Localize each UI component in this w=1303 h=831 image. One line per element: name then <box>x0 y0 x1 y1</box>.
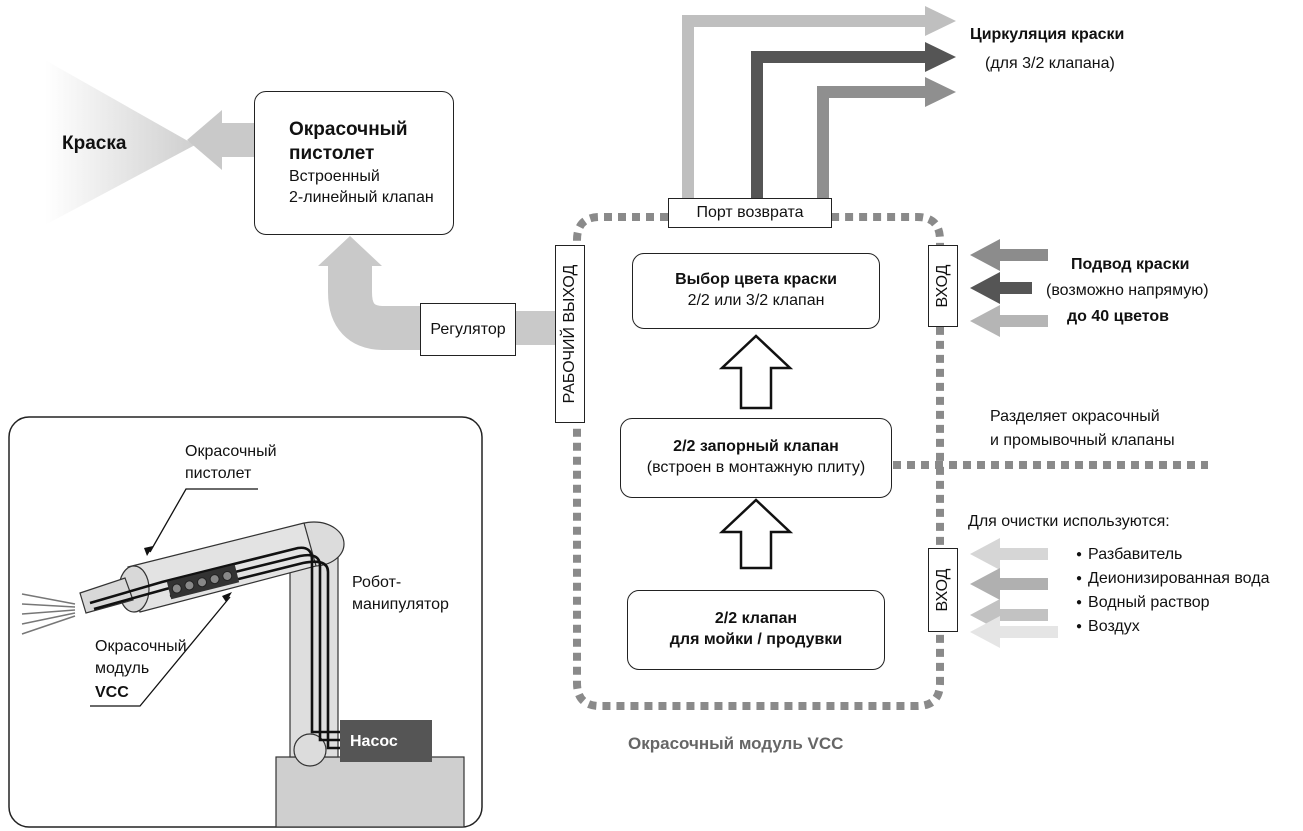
shutoff-valve-box: 2/2 запорный клапан (встроен в монтажную… <box>620 418 892 498</box>
supply-arrow-2 <box>970 272 1032 304</box>
cleaning-list: Разбавитель Деионизированная вода Водный… <box>1076 544 1269 640</box>
arrow-wash-to-shutoff <box>718 498 794 570</box>
circulation-subtitle: (для 3/2 клапана) <box>985 55 1115 72</box>
module-caption: Окрасочный модуль VCC <box>628 734 844 753</box>
cleaning-arrow-1 <box>970 538 1048 570</box>
cleaning-item: Водный раствор <box>1076 592 1269 616</box>
wash-line2: для мойки / продувки <box>669 631 843 648</box>
robot-illustration <box>21 488 465 828</box>
wash-line1: 2/2 клапан <box>714 610 798 628</box>
cleaning-item: Воздух <box>1076 616 1269 640</box>
arrow-gun-to-paint <box>187 110 255 170</box>
circulation-title: Циркуляция краски <box>970 26 1125 43</box>
spray-cone <box>45 60 195 225</box>
pipe-work-out <box>515 311 555 345</box>
cleaning-arrow-2 <box>970 568 1048 600</box>
supply-arrow-1 <box>970 239 1048 271</box>
work-out-text: РАБОЧИЙ ВЫХОД <box>561 264 578 404</box>
color-select-box: Выбор цвета краски 2/2 или 3/2 клапан <box>632 253 880 329</box>
work-out-label: РАБОЧИЙ ВЫХОД <box>555 245 585 423</box>
paint-label: Краска <box>62 133 127 154</box>
circulation-lines <box>682 15 930 200</box>
paint-supply-count: до 40 цветов <box>1067 308 1169 325</box>
separates-line1: Разделяет окрасочный <box>990 408 1160 425</box>
return-port-box: Порт возврата <box>668 198 832 228</box>
shutoff-sub: (встроен в монтажную плиту) <box>646 459 866 476</box>
module-border <box>573 213 944 710</box>
cleaning-title: Для очистки используются: <box>968 513 1170 530</box>
cleaning-item: Разбавитель <box>1076 544 1269 568</box>
shutoff-title: 2/2 запорный клапан <box>673 438 839 456</box>
arrow-shutoff-to-color <box>718 334 794 410</box>
circulation-arrow-2 <box>925 42 956 72</box>
inlet-top-label: ВХОД <box>928 245 958 327</box>
cleaning-arrow-4 <box>970 616 1058 648</box>
color-select-sub: 2/2 или 3/2 клапан <box>687 292 825 309</box>
color-select-title: Выбор цвета краски <box>675 271 837 289</box>
inlet-top-text: ВХОД <box>934 264 951 308</box>
wash-valve-box: 2/2 клапан для мойки / продувки <box>627 590 885 670</box>
spray-gun-title: Окрасочный пистолет <box>289 118 408 165</box>
inlet-bottom-text: ВХОД <box>934 568 951 612</box>
spray-gun-box: Окрасочный пистолет Встроенный 2-линейны… <box>254 91 454 235</box>
spray-gun-line1: Встроенный <box>289 167 380 185</box>
cleaning-item: Деионизированная вода <box>1076 568 1269 592</box>
regulator-box: Регулятор <box>420 303 516 356</box>
robot-module-label: Окрасочный модуль <box>95 638 187 677</box>
circulation-arrow-3 <box>925 77 956 107</box>
paint-supply-sub: (возможно напрямую) <box>1046 282 1209 299</box>
robot-gun-label: Окрасочный пистолет <box>185 443 277 482</box>
spray-gun-line2: 2-линейный клапан <box>289 188 434 206</box>
supply-arrow-3 <box>970 305 1048 337</box>
inlet-bottom-label: ВХОД <box>928 548 958 632</box>
robot-arm-label: Робот-манипулятор <box>352 574 449 613</box>
circulation-arrow-1 <box>925 6 956 36</box>
pump-label: Насос <box>350 733 398 750</box>
arrow-regulator-to-gun <box>328 262 420 350</box>
separates-line2: и промывочный клапаны <box>990 432 1175 449</box>
robot-vcc-label: VCC <box>95 684 129 701</box>
paint-supply-title: Подвод краски <box>1071 256 1190 273</box>
